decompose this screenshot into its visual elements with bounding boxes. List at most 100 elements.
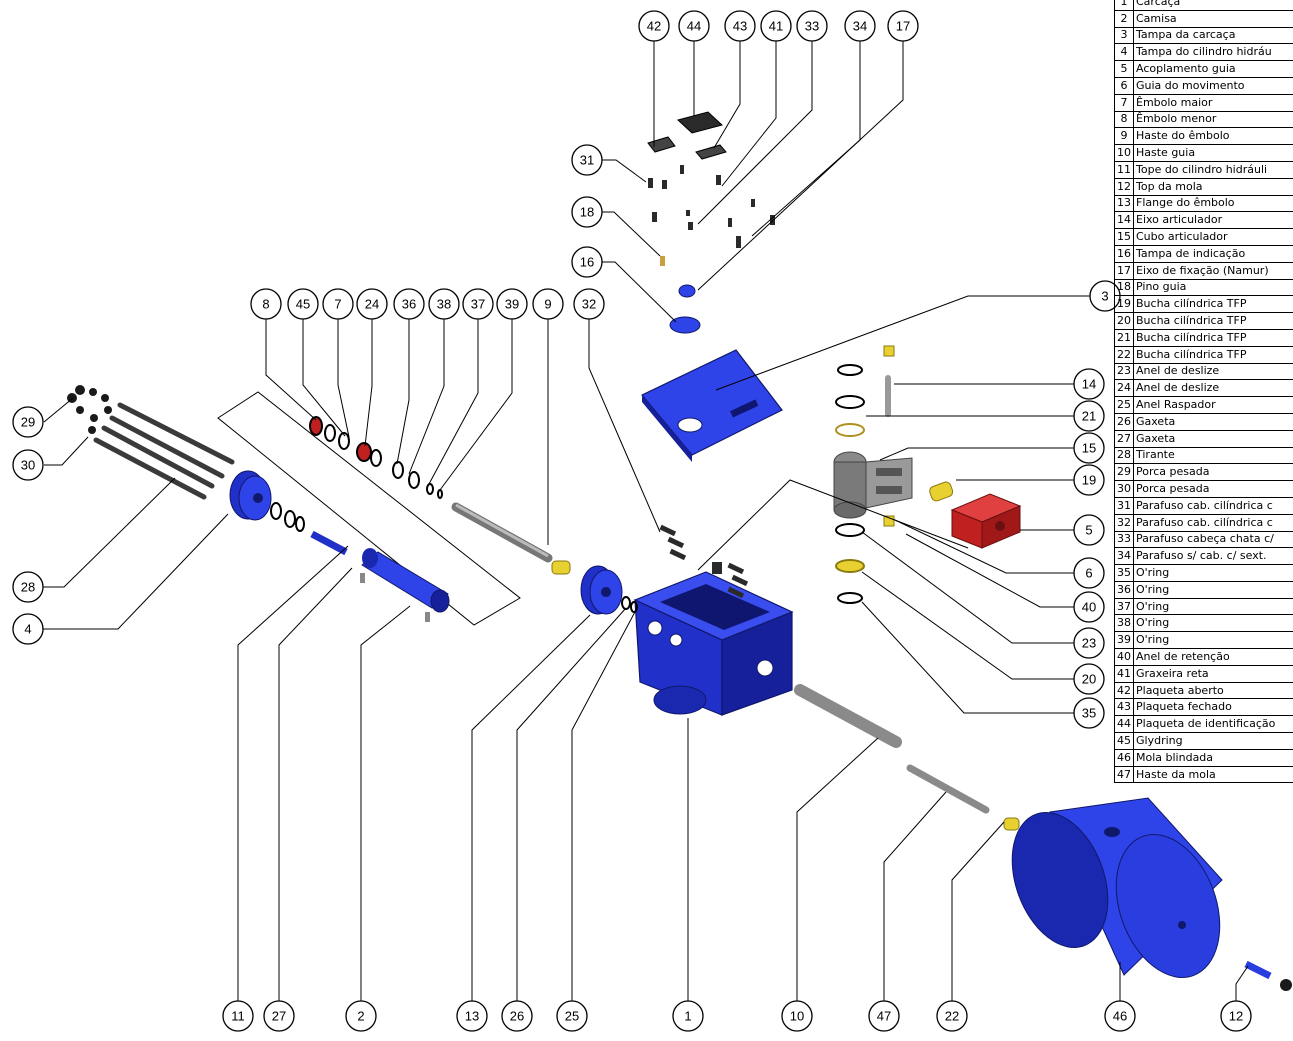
svg-text:19: 19 bbox=[1082, 473, 1096, 488]
svg-text:26: 26 bbox=[510, 1009, 524, 1024]
svg-text:13: 13 bbox=[465, 1009, 479, 1024]
callout-19: 19 bbox=[1073, 464, 1105, 496]
callout-28: 28 bbox=[12, 571, 44, 603]
callout-33: 33 bbox=[796, 10, 828, 42]
part-description-cell: Anel de deslize bbox=[1133, 379, 1293, 398]
part-cap-orings bbox=[270, 502, 638, 613]
part-description-cell: Camisa bbox=[1133, 9, 1293, 28]
callout-17: 17 bbox=[887, 10, 919, 42]
svg-text:30: 30 bbox=[21, 458, 35, 473]
svg-text:8: 8 bbox=[262, 297, 269, 312]
part-spring-top bbox=[1244, 960, 1272, 980]
part-description-cell: Graxeira reta bbox=[1133, 664, 1293, 683]
part-articulating-hub bbox=[833, 451, 913, 519]
part-number-cell: 29 bbox=[1114, 463, 1134, 482]
part-description-cell: O'ring bbox=[1133, 564, 1293, 582]
part-description-cell: Eixo de fixação (Namur) bbox=[1133, 261, 1293, 280]
svg-text:34: 34 bbox=[853, 19, 867, 34]
callout-46: 46 bbox=[1104, 1000, 1136, 1032]
svg-text:47: 47 bbox=[877, 1009, 891, 1024]
callout-27: 27 bbox=[263, 1000, 295, 1032]
svg-text:33: 33 bbox=[805, 19, 819, 34]
part-description-cell: Tope do cilindro hidráuli bbox=[1133, 160, 1293, 179]
svg-text:9: 9 bbox=[544, 297, 551, 312]
part-description-cell: Anel Raspador bbox=[1133, 396, 1293, 414]
part-bushing-spring bbox=[1003, 817, 1020, 831]
part-number-cell: 8 bbox=[1114, 110, 1134, 129]
callout-8: 8 bbox=[250, 288, 282, 320]
part-number-cell: 12 bbox=[1114, 177, 1134, 196]
callout-11: 11 bbox=[222, 1000, 254, 1032]
part-description-cell: Parafuso cab. cilíndrica c bbox=[1133, 496, 1293, 515]
part-number-cell: 27 bbox=[1114, 429, 1134, 448]
callout-18: 18 bbox=[571, 196, 603, 228]
part-housing bbox=[633, 571, 794, 716]
callout-12: 12 bbox=[1220, 1000, 1252, 1032]
svg-text:23: 23 bbox=[1082, 636, 1096, 651]
svg-text:11: 11 bbox=[231, 1009, 245, 1024]
svg-text:16: 16 bbox=[580, 255, 594, 270]
part-bushing-piston bbox=[551, 560, 571, 575]
part-description-cell: Êmbolo maior bbox=[1133, 93, 1293, 112]
part-description-cell: Guia do movimento bbox=[1133, 76, 1293, 95]
part-description-cell: Bucha cilíndrica TFP bbox=[1133, 328, 1293, 347]
part-number-cell: 26 bbox=[1114, 412, 1134, 431]
part-piston-flange bbox=[580, 565, 623, 615]
callout-41: 41 bbox=[760, 10, 792, 42]
part-guide-small bbox=[883, 345, 895, 357]
svg-text:3: 3 bbox=[1101, 289, 1108, 304]
part-number-cell: 23 bbox=[1114, 362, 1134, 381]
part-description-cell: Haste do êmbolo bbox=[1133, 127, 1293, 146]
part-number-cell: 3 bbox=[1114, 26, 1134, 45]
part-description-cell: O'ring bbox=[1133, 631, 1293, 650]
part-description-cell: Mola blindada bbox=[1133, 748, 1293, 767]
part-number-cell: 35 bbox=[1114, 564, 1134, 582]
svg-text:1: 1 bbox=[684, 1009, 691, 1024]
part-description-cell: Plaqueta de identificação bbox=[1133, 715, 1293, 734]
part-description-cell: Pino guia bbox=[1133, 278, 1293, 297]
part-spring-top-nut bbox=[1280, 979, 1292, 991]
svg-text:40: 40 bbox=[1082, 600, 1096, 615]
part-number-cell: 6 bbox=[1114, 76, 1134, 95]
part-number-cell: 32 bbox=[1114, 513, 1134, 532]
svg-text:22: 22 bbox=[945, 1009, 959, 1024]
part-bushing-hub bbox=[929, 481, 954, 502]
callout-47: 47 bbox=[868, 1000, 900, 1032]
part-description-cell: Gaxeta bbox=[1133, 412, 1293, 431]
part-number-cell: 19 bbox=[1114, 295, 1134, 314]
part-description-cell: Carcaça bbox=[1133, 0, 1293, 11]
part-description-cell: Bucha cilíndrica TFP bbox=[1133, 312, 1293, 330]
part-piston-rod bbox=[451, 502, 553, 563]
callout-6: 6 bbox=[1073, 557, 1105, 589]
part-number-cell: 30 bbox=[1114, 480, 1134, 498]
callout-24: 24 bbox=[356, 288, 388, 320]
part-number-cell: 47 bbox=[1114, 765, 1134, 784]
callout-4: 4 bbox=[12, 613, 44, 645]
part-number-cell: 20 bbox=[1114, 312, 1134, 330]
part-number-cell: 28 bbox=[1114, 446, 1134, 465]
part-number-cell: 14 bbox=[1114, 211, 1134, 230]
svg-text:38: 38 bbox=[437, 297, 451, 312]
part-description-cell: Acoplamento guia bbox=[1133, 60, 1293, 78]
part-number-cell: 4 bbox=[1114, 43, 1134, 62]
part-description-cell: Bucha cilíndrica TFP bbox=[1133, 295, 1293, 314]
part-description-cell: Eixo articulador bbox=[1133, 211, 1293, 230]
part-description-cell: O'ring bbox=[1133, 597, 1293, 616]
